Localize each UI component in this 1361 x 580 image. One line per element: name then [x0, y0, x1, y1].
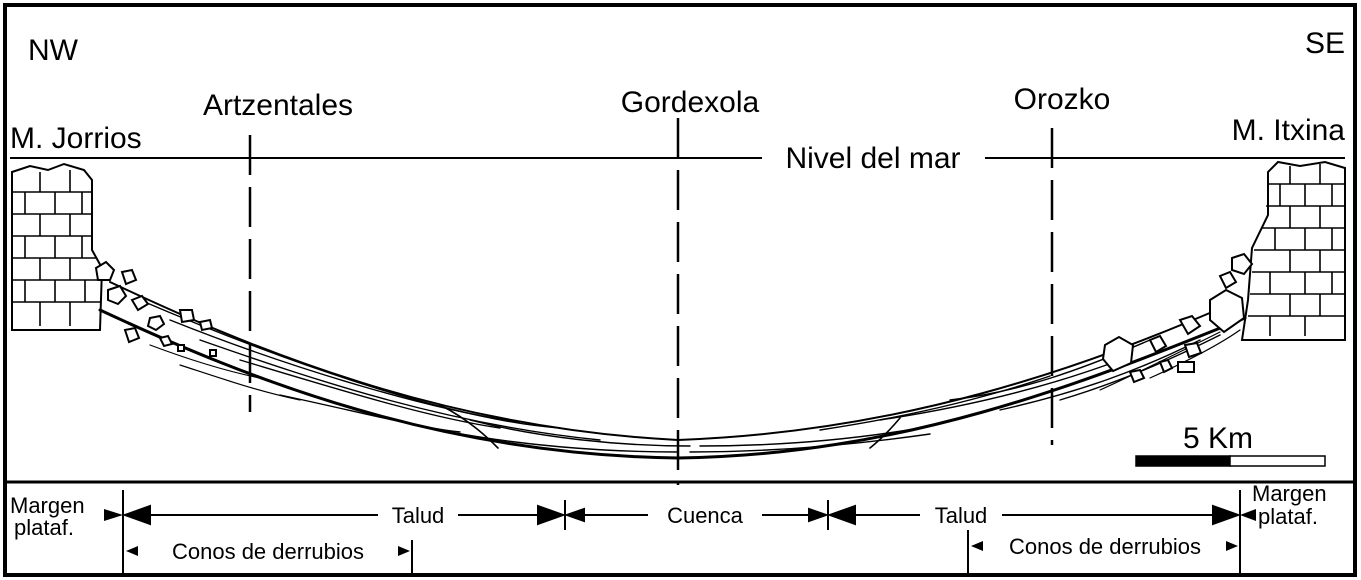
margin-right-label-1: Margen — [1252, 481, 1327, 506]
margin-left-label-1: Margen — [10, 493, 85, 518]
left-platform-limestone — [11, 162, 104, 331]
talud-right-label: Talud — [935, 503, 988, 528]
debris-cones-right-label: Conos de derrubios — [1009, 534, 1201, 559]
basin-sediment-layers — [98, 281, 1247, 460]
direction-nw: NW — [28, 34, 79, 67]
figure-frame — [3, 3, 1357, 577]
zone-boundaries — [122, 490, 1241, 575]
left-breccia-blocks — [94, 260, 217, 357]
talud-right-arrow — [827, 504, 1241, 526]
debris-cones-left-label: Conos de derrubios — [172, 539, 364, 564]
margin-left-label-2: plataf. — [14, 515, 74, 540]
debris-cones-left-arrow — [126, 546, 410, 556]
cuenca-label: Cuenca — [667, 503, 744, 528]
locality-artzentales: Artzentales — [203, 89, 353, 122]
cuenca-arrow — [563, 507, 830, 523]
scale-label: 5 Km — [1183, 422, 1253, 455]
sea-level-label: Nivel del mar — [785, 142, 960, 175]
right-breccia-blocks — [1101, 252, 1254, 384]
margin-right-label-2: plataf. — [1258, 504, 1318, 529]
locality-gordexola: Gordexola — [621, 86, 760, 119]
margin-right-arrowhead — [1240, 509, 1256, 521]
talud-left-arrow — [122, 504, 566, 526]
peak-itxina: M. Itxina — [1232, 114, 1346, 147]
scale-bar — [1135, 455, 1326, 467]
direction-se: SE — [1305, 27, 1345, 60]
debris-cones-right-arrow — [971, 541, 1238, 551]
margin-left-arrowhead — [104, 509, 123, 521]
talud-left-label: Talud — [392, 503, 445, 528]
right-platform-limestone — [1240, 160, 1346, 341]
locality-orozko: Orozko — [1014, 83, 1111, 116]
peak-jorrios: M. Jorrios — [10, 122, 142, 155]
